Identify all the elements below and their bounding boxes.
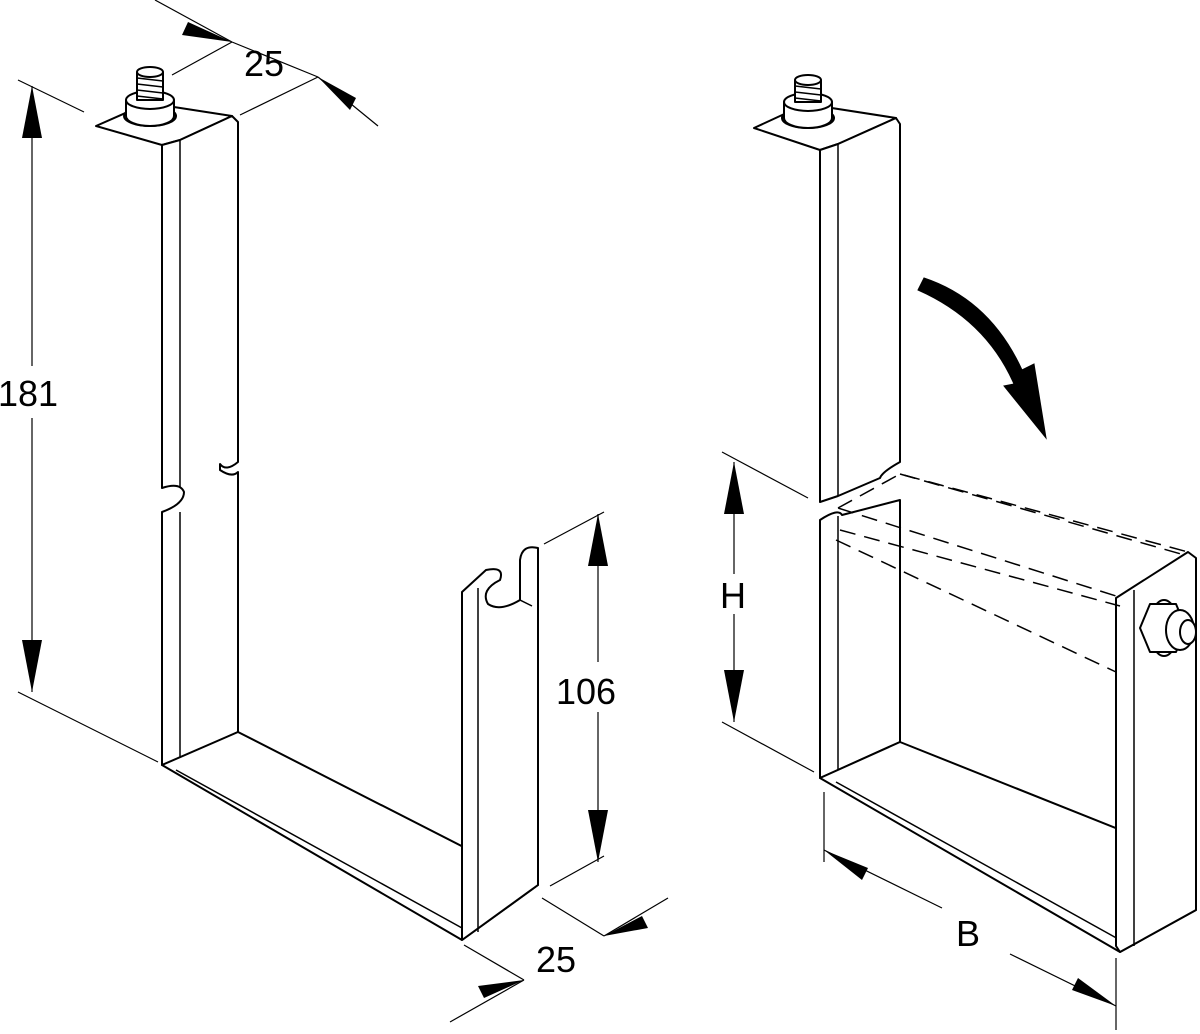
left-dim-106-label: 106 bbox=[556, 671, 616, 712]
left-dim-top-25: 25 bbox=[154, 0, 379, 127]
right-side-bolt-icon bbox=[1139, 599, 1197, 657]
swing-direction-arrow-icon bbox=[917, 277, 1047, 440]
left-bracket bbox=[95, 66, 539, 941]
right-dim-H-label: H bbox=[720, 575, 746, 616]
left-dim-181-label: 181 bbox=[0, 373, 58, 414]
left-short-leg bbox=[461, 546, 539, 941]
right-dim-B: B bbox=[823, 792, 1117, 1030]
right-lower-leg bbox=[819, 499, 901, 779]
left-dim-top-25-label: 25 bbox=[244, 43, 284, 84]
right-upper-leg bbox=[819, 117, 901, 503]
right-dim-B-label: B bbox=[956, 913, 980, 954]
left-dim-bottom-25-label: 25 bbox=[536, 939, 576, 980]
left-tall-leg bbox=[161, 115, 239, 766]
left-dim-bottom-25: 25 bbox=[449, 897, 669, 1023]
left-dim-181: 181 bbox=[0, 79, 159, 763]
right-bracket bbox=[753, 74, 1197, 953]
left-dim-106: 106 bbox=[543, 511, 616, 887]
right-bolt-icon bbox=[781, 74, 835, 129]
left-bolt-icon bbox=[123, 66, 177, 127]
right-dim-H: H bbox=[720, 451, 815, 773]
